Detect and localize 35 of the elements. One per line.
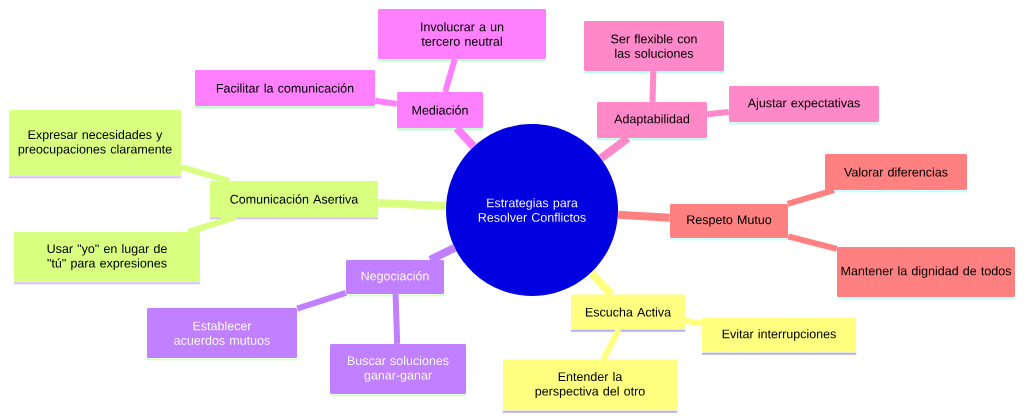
topic-box: Entender la perspectiva del otro: [501, 359, 679, 413]
connector-line: [374, 97, 398, 107]
topic-box: Usar "yo" en lugar de "tú" para expresiones: [12, 232, 202, 285]
topic-box: Ajustar expectativas: [727, 86, 881, 125]
connector-line: [598, 135, 631, 162]
connector-line: [600, 328, 622, 361]
connector-line: [392, 294, 401, 344]
connector-line: [649, 71, 657, 102]
connector-line: [296, 290, 347, 312]
topic-box: Mediación: [395, 92, 485, 131]
topic-box: Evitar interrupciones: [700, 317, 858, 355]
topic-box: Valorar diferencias: [823, 154, 969, 193]
connector-line: [617, 210, 671, 222]
topic-box: Involucrar a un tercero neutral: [376, 9, 548, 62]
connector-line: [786, 187, 835, 207]
topic-box: Comunicación Asertiva: [208, 181, 380, 220]
connector-line: [453, 125, 477, 150]
connector-line: [187, 214, 237, 235]
topic-box: Respeto Mutuo: [668, 204, 790, 241]
topic-box: Mantener la dignidad de todos: [835, 247, 1017, 300]
topic-box: Establecer acuerdos mutuos: [145, 308, 299, 361]
topic-box: Escucha Activa: [569, 294, 687, 332]
connector-line: [378, 198, 447, 210]
topic-box: Negociación: [344, 260, 446, 297]
connector-line: [706, 108, 730, 118]
connector-line: [180, 164, 231, 184]
topic-box: Facilitar la comunicación: [193, 70, 377, 109]
connector-line: [787, 233, 838, 252]
connector-line: [588, 270, 615, 298]
topic-box: Expresar necesidades y preocupaciones claramente: [7, 110, 183, 179]
connector-line: [442, 58, 458, 93]
topic-box: Adaptabilidad: [595, 102, 709, 141]
topic-box: Ser flexible con las soluciones: [582, 21, 726, 74]
connector-line: [684, 317, 703, 327]
topic-box: Buscar soluciones ganar-ganar: [328, 344, 468, 397]
